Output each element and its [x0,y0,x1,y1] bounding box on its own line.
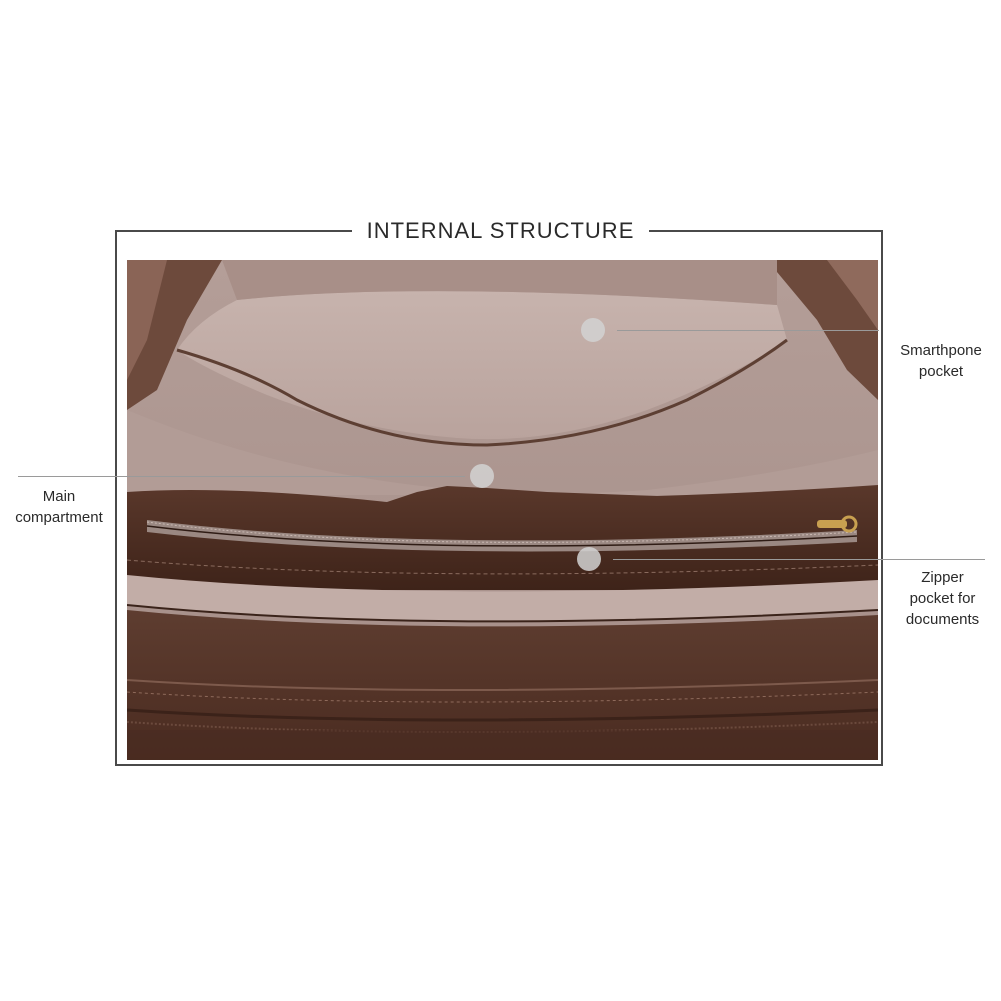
bag-interior-photo [127,260,878,760]
zipper-pocket-label: Zipper pocket for documents [905,569,980,628]
title-background: INTERNAL STRUCTURE [352,214,649,248]
smartphone-pocket-marker [581,318,605,342]
bag-interior-illustration [127,260,878,760]
main-compartment-label: Main compartment [15,488,103,526]
zipper-pocket-line [613,559,985,560]
smartphone-pocket-line [617,330,879,331]
main-compartment-marker [470,464,494,488]
smartphone-pocket-label: Smarthpone pocket [900,342,982,380]
main-compartment-line [18,476,465,477]
zipper-pocket-marker [577,547,601,571]
page-title: INTERNAL STRUCTURE [366,218,635,243]
